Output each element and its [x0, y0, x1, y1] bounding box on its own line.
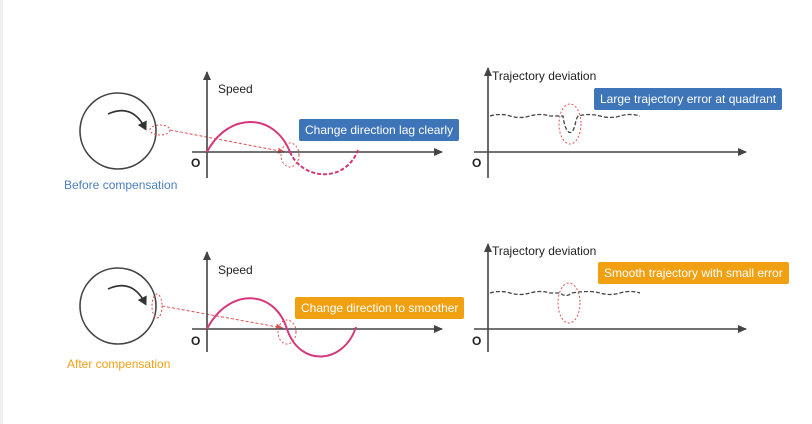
before-deviation-origin-label: O [472, 156, 482, 170]
after-speed-axes [192, 251, 443, 352]
after-speed-callout: Change direction to smoother [295, 297, 465, 319]
after-error-highlight [557, 282, 581, 324]
after-speed-axis-label: Speed [218, 263, 253, 277]
after-link-arrow [161, 305, 284, 330]
before-speed-curve-lag [289, 149, 359, 176]
before-lag-highlight [280, 142, 300, 168]
before-section [79, 67, 747, 178]
before-error-highlight [558, 103, 582, 145]
after-section [79, 243, 747, 358]
before-link-arrow [169, 129, 286, 154]
after-rotation-circle [79, 267, 163, 345]
before-speed-axes [192, 71, 443, 178]
before-caption: Before compensation [64, 178, 178, 192]
rotation-arrow-icon [107, 109, 147, 131]
before-speed-axis-label: Speed [218, 82, 253, 96]
after-deviation-trace [489, 290, 641, 297]
before-rotation-circle [79, 92, 171, 170]
after-deviation-axis-label: Trajectory deviation [492, 244, 597, 258]
after-origin-label: O [191, 334, 201, 348]
before-deviation-axes [474, 67, 747, 178]
before-speed-callout: Change direction lag clearly [299, 119, 460, 141]
before-origin-label: O [191, 156, 201, 170]
before-deviation-trace [489, 113, 641, 133]
rotation-arrow-icon [107, 284, 147, 306]
after-deviation-origin-label: O [472, 334, 482, 348]
after-deviation-callout: Smooth trajectory with small error [598, 262, 789, 284]
after-deviation-axes [474, 243, 747, 352]
before-speed-curve [206, 121, 291, 153]
before-deviation-callout: Large trajectory error at quadrant [594, 88, 783, 110]
after-caption: After compensation [67, 357, 171, 371]
after-smooth-highlight [277, 319, 297, 345]
before-deviation-axis-label: Trajectory deviation [492, 69, 597, 83]
after-speed-curve [206, 297, 357, 358]
